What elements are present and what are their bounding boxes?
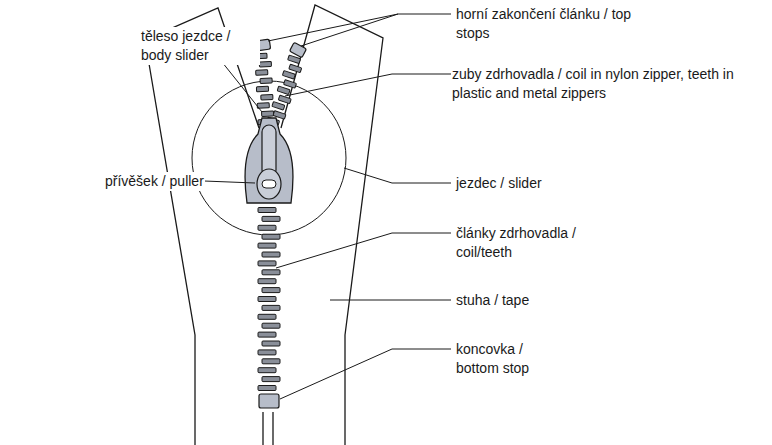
tooth bbox=[262, 359, 280, 364]
tooth bbox=[262, 111, 274, 117]
tooth bbox=[260, 78, 272, 84]
tooth bbox=[258, 314, 276, 319]
tooth bbox=[256, 86, 268, 92]
tooth bbox=[258, 368, 276, 373]
tape-outline bbox=[145, 5, 383, 445]
part-label: stuha / tape bbox=[455, 291, 530, 310]
tooth bbox=[258, 208, 276, 213]
puller bbox=[257, 169, 281, 199]
tooth bbox=[258, 279, 276, 284]
tooth bbox=[262, 252, 280, 257]
slider-body bbox=[245, 118, 293, 203]
tooth bbox=[278, 95, 291, 104]
tooth bbox=[272, 102, 285, 111]
tooth bbox=[262, 288, 280, 293]
tooth bbox=[282, 71, 295, 80]
tooth bbox=[262, 234, 280, 239]
tooth bbox=[258, 386, 276, 391]
part-label: články zdrhovadla / coil/teeth bbox=[455, 224, 607, 262]
part-label: koncovka / bottom stop bbox=[455, 340, 559, 378]
tooth bbox=[258, 332, 276, 337]
tooth bbox=[258, 297, 276, 302]
zipper-teeth bbox=[255, 53, 302, 390]
leader-lines bbox=[204, 14, 451, 399]
tooth bbox=[262, 270, 280, 275]
slider-highlight-circle bbox=[192, 81, 346, 235]
tooth bbox=[284, 80, 297, 89]
tooth bbox=[258, 225, 276, 230]
part-label: těleso jezdce / body slider bbox=[140, 27, 260, 65]
tooth bbox=[262, 341, 280, 346]
tooth bbox=[259, 61, 271, 67]
part-label: přívěšek / puller bbox=[104, 172, 205, 191]
tooth bbox=[262, 216, 280, 221]
tooth bbox=[262, 377, 280, 382]
tooth bbox=[262, 323, 280, 328]
tooth bbox=[258, 243, 276, 248]
tooth bbox=[277, 86, 290, 95]
puller-slot bbox=[262, 180, 276, 188]
tooth bbox=[261, 94, 273, 100]
tooth bbox=[258, 350, 276, 355]
bottom-stop bbox=[259, 394, 279, 408]
part-label: zuby zdrhovadla / coil in nylon zipper, … bbox=[451, 65, 768, 103]
tooth bbox=[258, 261, 276, 266]
part-label: horní zakončení článku / top stops bbox=[455, 5, 652, 43]
part-label: jezdec / slider bbox=[455, 174, 543, 193]
tooth bbox=[262, 305, 280, 310]
tooth bbox=[289, 64, 302, 73]
tooth bbox=[256, 70, 268, 76]
